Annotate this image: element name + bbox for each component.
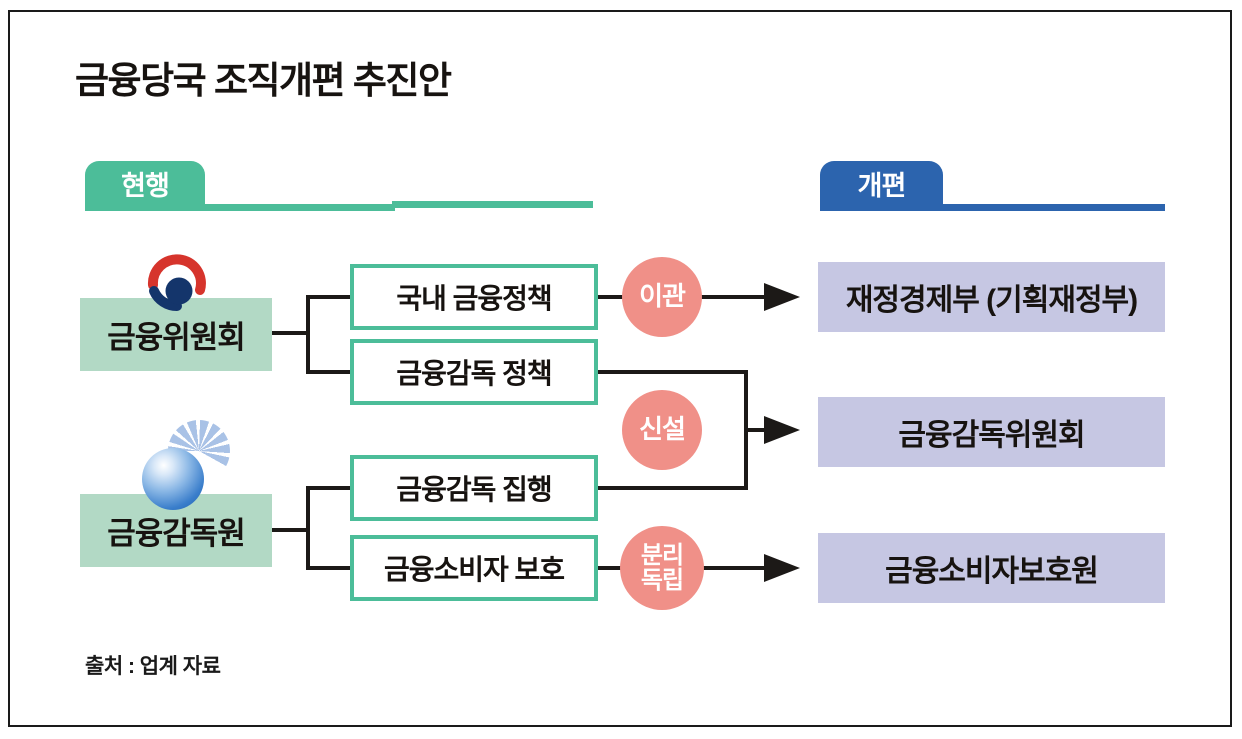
function-box-supervision-policy: 금융감독 정책 xyxy=(350,339,598,405)
function-label: 국내 금융정책 xyxy=(396,283,552,314)
action-label: 이관 xyxy=(639,281,686,312)
arrow-head-icon xyxy=(764,416,800,444)
reform-section-label: 개편 xyxy=(857,171,907,201)
connector-line xyxy=(598,370,748,374)
current-section-underline xyxy=(85,204,395,211)
outer-border xyxy=(8,10,1232,727)
target-box-consumer-agency: 금융소비자보호원 xyxy=(818,533,1165,603)
fss-globe-sphere xyxy=(142,448,204,510)
action-label-line1: 분리 xyxy=(640,541,684,569)
fss-globe-icon xyxy=(138,416,234,512)
arrow-line xyxy=(748,428,768,432)
connector-line xyxy=(272,331,310,335)
target-box-finance-ministry: 재정경제부 (기획재정부) xyxy=(818,262,1165,332)
org-fss-label: 금융감독원 xyxy=(107,516,246,551)
reform-section-badge: 개편 xyxy=(820,161,943,206)
function-box-consumer-protection: 금융소비자 보호 xyxy=(350,535,598,601)
page-title: 금융당국 조직개편 추진안 xyxy=(75,60,452,101)
function-label: 금융감독 집행 xyxy=(396,474,552,505)
target-box-supervisory-commission: 금융감독위원회 xyxy=(818,397,1165,467)
source-note: 출처 : 업계 자료 xyxy=(85,655,221,678)
connector-line xyxy=(306,486,310,570)
current-section-label: 현행 xyxy=(121,171,170,201)
org-fsc-label: 금융위원회 xyxy=(107,320,246,355)
target-label: 재정경제부 (기획재정부) xyxy=(845,284,1138,317)
connector-line xyxy=(598,486,748,490)
connector-line xyxy=(306,295,310,374)
current-section-badge: 현행 xyxy=(85,161,205,206)
current-section-underline-2 xyxy=(392,201,593,208)
function-label: 금융감독 정책 xyxy=(396,358,552,389)
action-label: 신설 xyxy=(639,414,686,445)
function-label: 금융소비자 보호 xyxy=(383,554,565,585)
function-box-supervision-execution: 금융감독 집행 xyxy=(350,455,598,521)
function-box-domestic-policy: 국내 금융정책 xyxy=(350,264,598,330)
connector-line xyxy=(744,370,748,490)
korea-gov-taegeuk-icon xyxy=(147,254,206,312)
action-badge-separation: 분리 독립 xyxy=(620,526,704,610)
target-label: 금융감독위원회 xyxy=(898,419,1085,452)
action-badge-new: 신설 xyxy=(622,390,702,470)
arrow-head-icon xyxy=(764,554,800,582)
connector-line xyxy=(306,486,350,490)
target-label: 금융소비자보호원 xyxy=(885,555,1099,588)
action-label-line2: 독립 xyxy=(640,567,684,594)
connector-line xyxy=(306,566,350,570)
arrow-head-icon xyxy=(764,283,800,311)
reform-section-underline xyxy=(820,204,1165,211)
connector-line xyxy=(306,370,350,374)
connector-line xyxy=(306,295,350,299)
connector-line xyxy=(272,528,310,532)
action-badge-transfer: 이관 xyxy=(622,257,702,337)
